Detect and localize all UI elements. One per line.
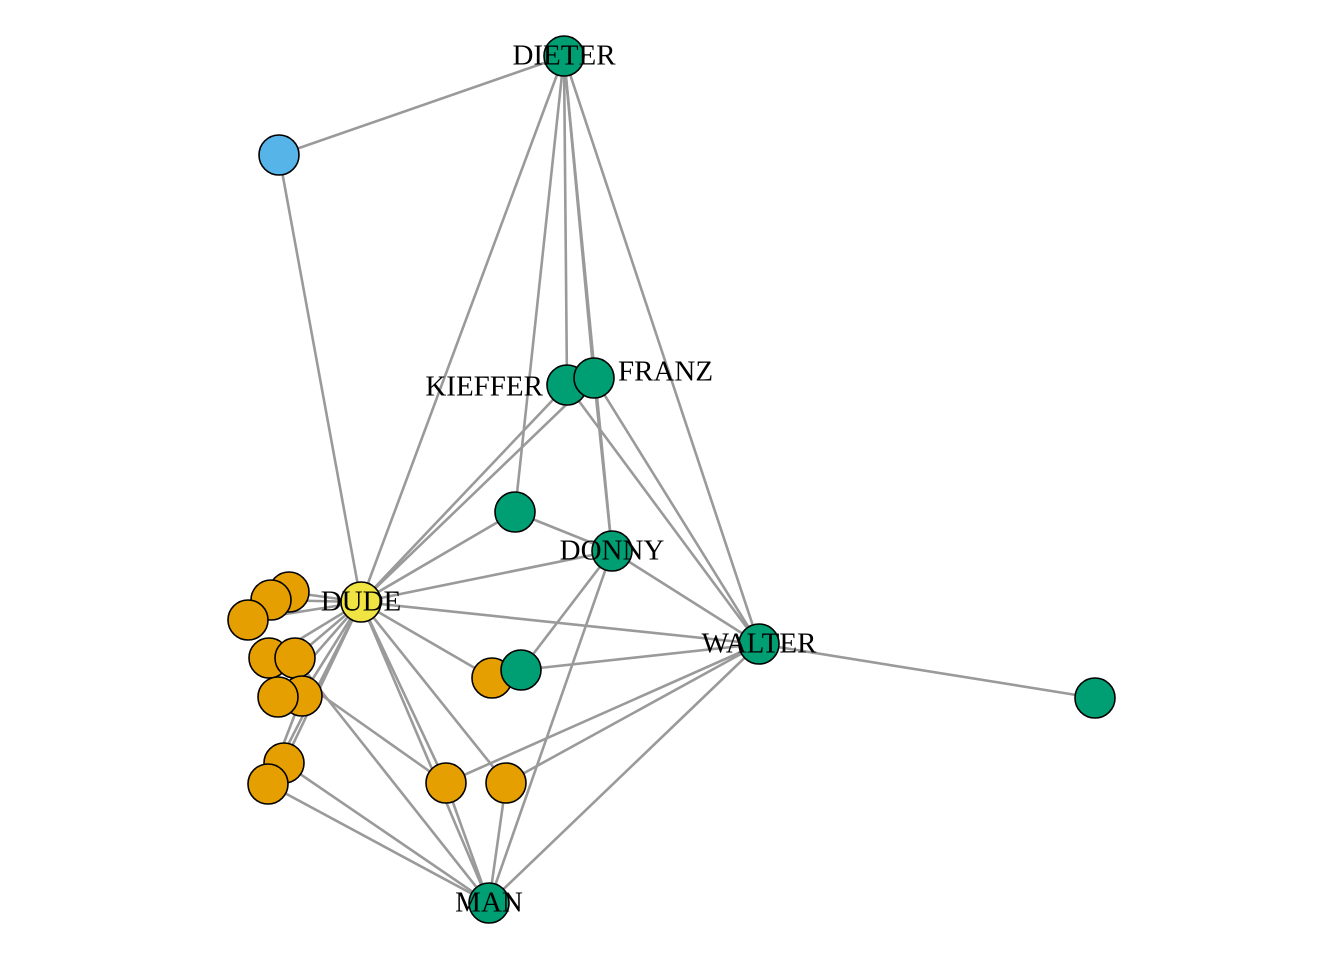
- node-franz: [573, 357, 615, 399]
- edge-walter-man: [488, 643, 760, 904]
- edge-donny-dude: [360, 549, 613, 604]
- edge-walter-g3: [520, 642, 760, 672]
- edge-kieffer-walter: [565, 384, 761, 645]
- edge-dieter-g1: [513, 55, 566, 513]
- node-o3: [227, 599, 269, 641]
- edge-kieffer-dude: [360, 384, 568, 603]
- node-man: [468, 882, 510, 924]
- node-o5: [274, 637, 316, 679]
- edge-franz-walter: [592, 377, 761, 645]
- edge-o8-man: [283, 761, 490, 905]
- node-dude: [340, 581, 382, 623]
- edge-dude-o10: [359, 601, 448, 784]
- node-label-walter: WALTER: [702, 628, 818, 660]
- edge-dieter-kieffer: [562, 55, 569, 386]
- node-g1: [494, 491, 536, 533]
- edge-dude-o12: [360, 600, 493, 680]
- edge-walter-o10: [445, 642, 760, 785]
- node-label-man: MAN: [455, 887, 523, 919]
- edge-franz-donny: [592, 377, 614, 552]
- edge-donny-g3: [519, 550, 614, 671]
- node-o10: [425, 762, 467, 804]
- nodes-layer: [227, 35, 1116, 924]
- node-blue1: [258, 134, 300, 176]
- edge-dude-o11: [359, 601, 508, 784]
- edge-donny-man: [487, 550, 614, 904]
- node-dieter: [543, 35, 585, 77]
- edge-dieter-dude: [359, 55, 566, 603]
- node-o11: [485, 762, 527, 804]
- edge-dieter-blue1: [278, 54, 565, 157]
- node-label-dieter: DIETER: [512, 40, 616, 72]
- node-donny: [591, 530, 633, 572]
- node-g2: [1074, 677, 1116, 719]
- node-walter: [738, 623, 780, 665]
- edge-donny-walter: [611, 549, 760, 646]
- node-o7: [257, 676, 299, 718]
- node-g3: [500, 649, 542, 691]
- edge-walter-o11: [505, 642, 760, 785]
- node-label-kieffer: KIEFFER: [425, 371, 543, 403]
- edge-dieter-walter: [562, 55, 761, 645]
- node-o9: [247, 763, 289, 805]
- edge-g1-dude: [360, 510, 516, 604]
- edge-blue1-dude: [277, 154, 363, 603]
- node-label-franz: FRANZ: [618, 356, 713, 388]
- edge-dude-man: [359, 601, 491, 904]
- node-label-donny: DONNY: [560, 535, 665, 567]
- node-label-dude: DUDE: [321, 586, 402, 618]
- edge-o10-man: [444, 782, 491, 904]
- edge-dude-walter: [360, 600, 760, 646]
- labels-layer: DIETER KIEFFER FRANZ DONNY WALTER MAN DUDE: [321, 40, 817, 919]
- edge-franz-dude: [360, 377, 595, 603]
- edge-o9-man: [267, 782, 490, 905]
- edge-walter-g2: [758, 642, 1096, 700]
- edges-layer: [247, 54, 1096, 905]
